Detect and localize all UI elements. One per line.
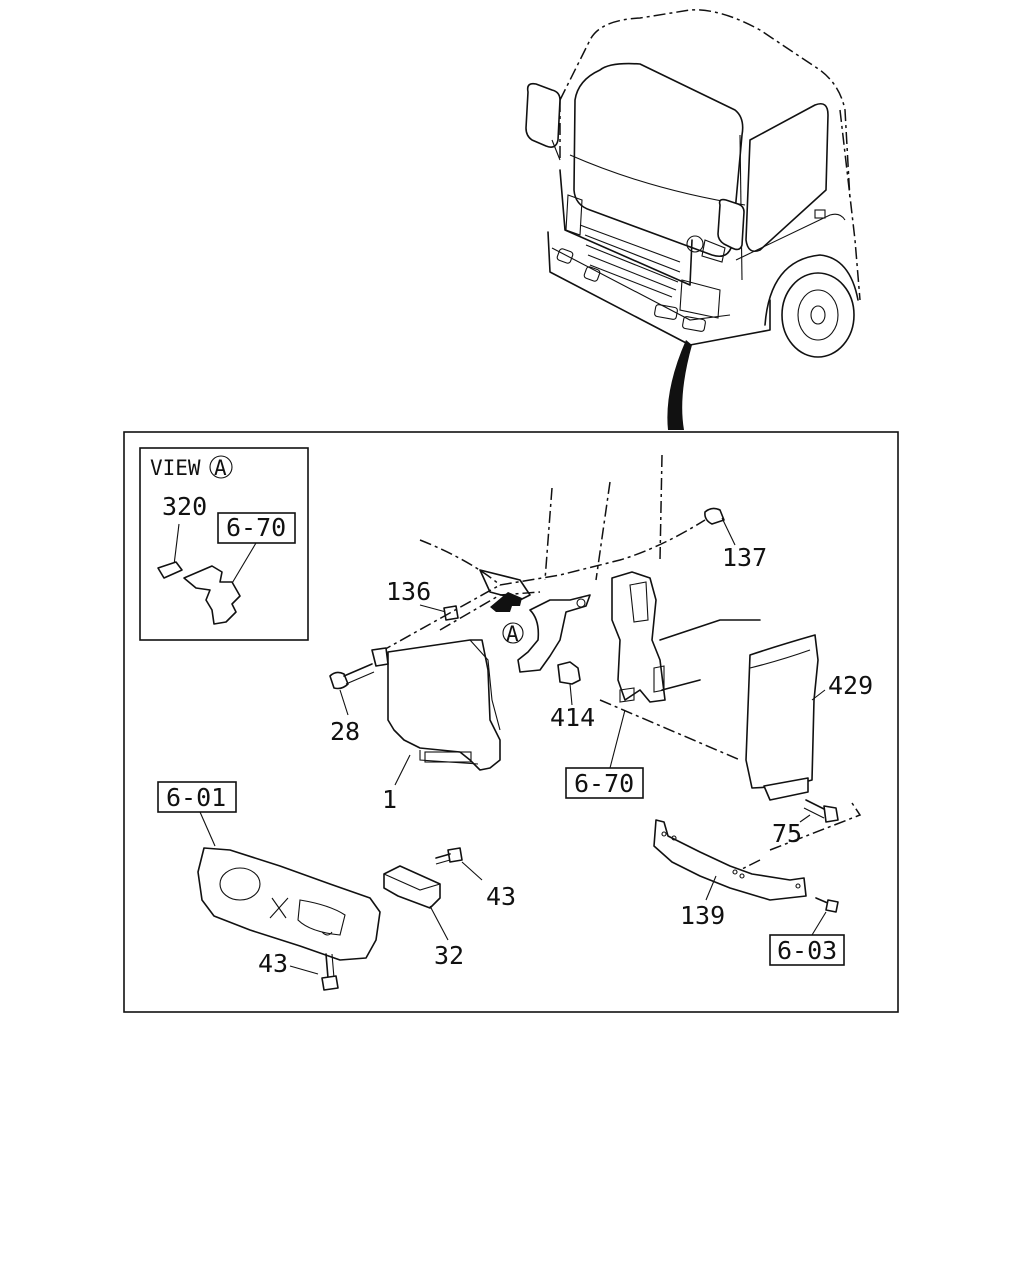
truck-cab-overview — [525, 9, 861, 430]
ref-6-03-group: 6-03 — [769, 897, 845, 966]
part-43-screw-a: 43 — [435, 847, 516, 911]
view-label: VIEW — [150, 456, 201, 480]
callout-137: 137 — [722, 543, 767, 572]
callout-43-a: 43 — [486, 882, 516, 911]
callout-320: 320 — [162, 492, 207, 521]
view-a-inset: VIEW A 320 6-70 — [139, 447, 309, 641]
callout-75: 75 — [772, 819, 802, 848]
part-43-screw-b: 43 — [258, 949, 339, 991]
callout-32: 32 — [434, 941, 464, 970]
callout-136: 136 — [386, 577, 431, 606]
part-32-lamp: 32 — [383, 865, 464, 970]
part-bumper-section: 6-01 — [157, 781, 381, 961]
ref-6-70-view: 6-70 — [226, 513, 286, 542]
marker-a: A — [506, 622, 519, 646]
part-28-bolt: 28 — [329, 663, 375, 746]
ref-6-01: 6-01 — [166, 783, 226, 812]
part-414-socket: 414 — [550, 661, 595, 732]
ref-6-03: 6-03 — [777, 936, 837, 965]
part-75-bolt: 75 — [772, 799, 839, 848]
part-139-bracket: 139 — [653, 819, 807, 930]
part-1-lamp: 1 — [371, 639, 501, 814]
part-429-corner-panel: 429 — [745, 634, 873, 801]
ref-6-70-main-group: 6-70 — [565, 709, 644, 799]
callout-28: 28 — [330, 717, 360, 746]
callout-414: 414 — [550, 703, 595, 732]
part-136-nut: 136 — [379, 577, 501, 653]
ref-6-70-main: 6-70 — [574, 769, 634, 798]
view-marker: A — [214, 456, 227, 480]
cab-corner-context: A — [419, 454, 862, 881]
callout-43-b: 43 — [258, 949, 288, 978]
part-137-clip: 137 — [704, 507, 767, 572]
callout-429: 429 — [828, 671, 873, 700]
callout-1: 1 — [382, 785, 397, 814]
callout-139: 139 — [680, 901, 725, 930]
